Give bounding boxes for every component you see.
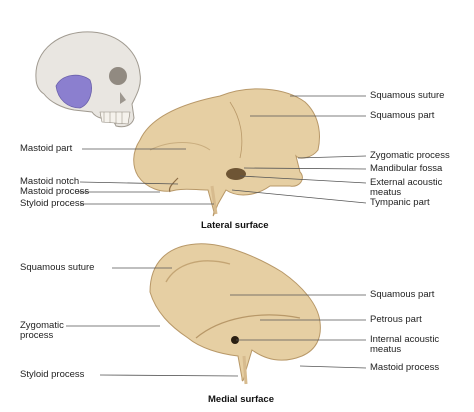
label-mastoid-part: Mastoid part bbox=[20, 143, 73, 154]
label-internal-acoustic-meatus: meatus bbox=[370, 344, 402, 355]
label-mandibular-fossa: Mandibular fossa bbox=[370, 163, 443, 174]
label-internal-acoustic: Internal acoustic bbox=[370, 334, 440, 345]
label-external-acoustic-meatus: meatus bbox=[370, 187, 402, 198]
label-external-acoustic: External acoustic bbox=[370, 177, 443, 188]
label-zygomatic-medial: Zygomatic bbox=[20, 320, 64, 331]
label-styloid-process-lateral: Styloid process bbox=[20, 198, 85, 209]
skull-thumbnail bbox=[35, 31, 141, 128]
medial-temporal-bone bbox=[149, 243, 321, 385]
label-petrous-part: Petrous part bbox=[370, 314, 422, 325]
leader-lines-lateral bbox=[78, 95, 367, 205]
lateral-temporal-bone bbox=[133, 88, 320, 217]
label-squamous-suture-lateral: Squamous suture bbox=[370, 90, 445, 101]
label-squamous-part-medial: Squamous part bbox=[370, 289, 435, 300]
label-squamous-part-lateral: Squamous part bbox=[370, 110, 435, 121]
temporal-bone-highlight bbox=[55, 74, 92, 109]
label-squamous-suture-medial: Squamous suture bbox=[20, 262, 95, 273]
leader-lines-medial bbox=[66, 267, 367, 377]
label-mastoid-process-lateral: Mastoid process bbox=[20, 186, 90, 197]
label-styloid-process-medial: Styloid process bbox=[20, 369, 85, 380]
label-mastoid-notch: Mastoid notch bbox=[20, 176, 80, 187]
caption-medial-surface: Medial surface bbox=[208, 394, 274, 405]
label-tympanic-part: Tympanic part bbox=[370, 197, 430, 208]
label-zygomatic-process-medial: process bbox=[20, 330, 54, 341]
caption-lateral-surface: Lateral surface bbox=[201, 220, 269, 231]
label-zygomatic-process-lateral: Zygomatic process bbox=[370, 150, 450, 161]
label-mastoid-process-medial: Mastoid process bbox=[370, 362, 440, 373]
